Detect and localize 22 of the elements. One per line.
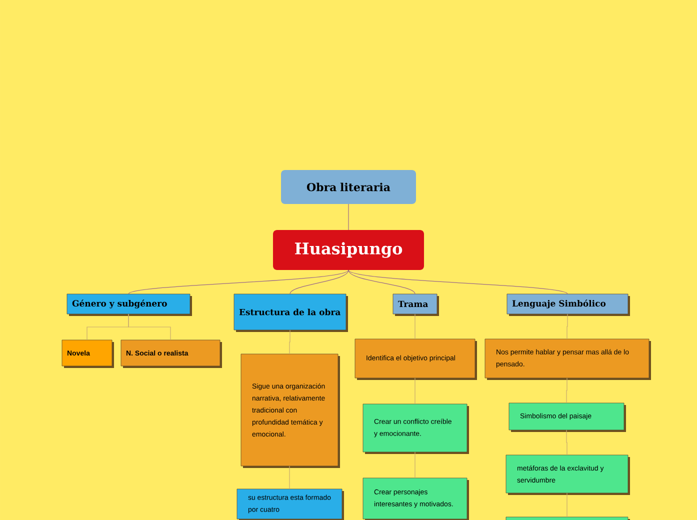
title-box: Obra literaria [281,170,416,204]
connector-line [566,430,568,456]
connector-line [348,270,568,294]
connector-line [414,378,416,404]
connector-line [128,270,349,294]
topic-box: Trama [392,294,439,316]
connector-line [289,330,290,354]
topic-box: Lenguaje Simbólico [506,294,630,316]
topic-box: Género y subgénero [66,294,192,316]
connector-line [566,314,568,340]
connector-line [128,314,171,340]
central-topic-box: Huasipungo [273,230,424,270]
connector-line [289,466,290,490]
topic-box: Estructura de la obra [234,294,348,332]
connector-line [566,492,568,518]
connector-line [414,452,416,478]
connector-line [290,270,349,294]
note-box [506,516,630,520]
connector-line [348,270,416,294]
connector-line [566,378,568,404]
connector-line [414,314,416,340]
connector-line [348,204,349,230]
